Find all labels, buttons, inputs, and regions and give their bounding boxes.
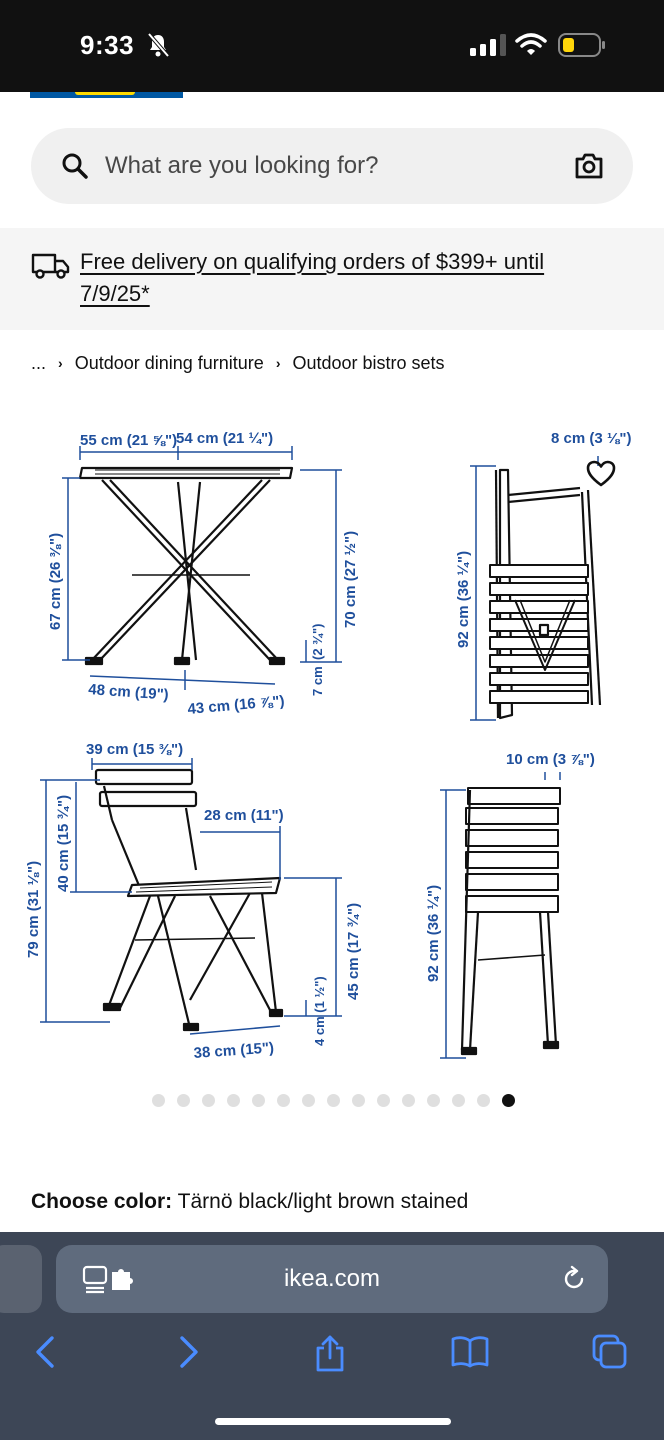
dim-chair-seat-depth: 28 cm (11")	[204, 807, 284, 824]
carousel-dot[interactable]	[227, 1094, 240, 1107]
dim-folded-table-depth: 8 cm (3 ⅛")	[551, 430, 631, 447]
heart-icon[interactable]	[586, 460, 616, 488]
search-input[interactable]	[105, 128, 545, 204]
dim-table-total-height: 70 cm (27 ½")	[342, 531, 359, 628]
reload-icon[interactable]	[560, 1265, 588, 1293]
page-menu-icon[interactable]	[82, 1264, 138, 1294]
dim-chair-total-height: 79 cm (31 ⅛")	[25, 861, 42, 958]
search-bar[interactable]	[31, 128, 633, 204]
dim-folded-table-height: 92 cm (36 ¼")	[455, 551, 472, 648]
previous-tab-peek[interactable]	[0, 1245, 42, 1313]
carousel-dot[interactable]	[202, 1094, 215, 1107]
dim-table-top-left: 55 cm (21 ⅝")	[80, 432, 177, 449]
forward-icon[interactable]	[178, 1334, 200, 1370]
chevron-right-icon: ›	[58, 355, 63, 371]
carousel-dot[interactable]	[252, 1094, 265, 1107]
truck-icon	[31, 253, 70, 279]
carousel-dot[interactable]	[152, 1094, 165, 1107]
dim-folded-chair-height: 92 cm (36 ¼")	[425, 885, 442, 982]
carousel-dot[interactable]	[402, 1094, 415, 1107]
carousel-dot[interactable]	[352, 1094, 365, 1107]
delivery-promo-banner: Free delivery on qualifying orders of $3…	[0, 228, 664, 330]
carousel-dot[interactable]	[302, 1094, 315, 1107]
dim-table-foot-cm: 7 cm	[310, 666, 325, 696]
choose-color[interactable]: Choose color: Tärnö black/light brown st…	[31, 1190, 468, 1214]
dim-table-foot-inch: (2 ¾")	[310, 623, 325, 660]
browser-toolbar: ikea.com	[0, 1232, 664, 1440]
browser-nav-row	[0, 1328, 664, 1378]
carousel-dot-active[interactable]	[502, 1094, 515, 1107]
battery-icon	[558, 33, 605, 57]
free-delivery-link[interactable]: Free delivery on qualifying orders of $3…	[80, 249, 545, 306]
image-carousel-dots	[152, 1094, 515, 1107]
breadcrumb: ... › Outdoor dining furniture › Outdoor…	[31, 350, 445, 376]
camera-icon[interactable]	[574, 152, 604, 180]
wifi-icon	[515, 33, 547, 55]
dim-table-top-right: 54 cm (21 ¼")	[176, 430, 273, 447]
dim-chair-width: 39 cm (15 ⅜")	[86, 741, 183, 758]
breadcrumb-item-outdoor-dining[interactable]: Outdoor dining furniture	[74, 352, 264, 373]
carousel-dot[interactable]	[327, 1094, 340, 1107]
search-icon	[62, 153, 88, 179]
url-text: ikea.com	[283, 1265, 381, 1292]
home-indicator	[215, 1418, 451, 1425]
carousel-dot[interactable]	[452, 1094, 465, 1107]
cellular-signal-icon	[470, 34, 506, 56]
carousel-dot[interactable]	[377, 1094, 390, 1107]
share-icon[interactable]	[314, 1334, 346, 1372]
ikea-logo-fragment[interactable]	[30, 92, 183, 98]
bookmarks-icon[interactable]	[451, 1334, 489, 1368]
bell-slash-icon	[147, 32, 170, 58]
status-bar: 9:33	[0, 0, 664, 92]
dim-table-base-left: 48 cm (19")	[88, 681, 169, 704]
breadcrumb-ellipsis[interactable]: ...	[31, 352, 47, 373]
tabs-icon[interactable]	[592, 1334, 628, 1370]
choose-color-label: Choose color:	[31, 1190, 173, 1213]
dim-chair-base: 38 cm (15")	[193, 1039, 274, 1062]
dim-table-base-right: 43 cm (16 ⅞")	[187, 693, 285, 718]
dim-chair-back: 40 cm (15 ¾")	[55, 795, 72, 892]
dim-folded-chair-depth: 10 cm (3 ⅞")	[506, 751, 595, 768]
status-time: 9:33	[80, 30, 135, 60]
chevron-right-icon: ›	[275, 355, 281, 371]
address-bar[interactable]: ikea.com	[56, 1245, 608, 1313]
dim-table-height: 67 cm (26 ⅜")	[47, 533, 64, 630]
dim-chair-foot: 4 cm (1 ½")	[312, 976, 327, 1046]
carousel-dot[interactable]	[477, 1094, 490, 1107]
breadcrumb-item-bistro-sets[interactable]: Outdoor bistro sets	[292, 352, 445, 373]
dim-chair-seat-height: 45 cm (17 ¾")	[345, 903, 362, 1000]
product-dimension-image[interactable]: 55 cm (21 ⅝") 54 cm (21 ¼") 67 cm (26 ⅜"…	[0, 400, 664, 1090]
carousel-dot[interactable]	[427, 1094, 440, 1107]
carousel-dot[interactable]	[177, 1094, 190, 1107]
selected-color: Tärnö black/light brown stained	[177, 1190, 469, 1213]
carousel-dot[interactable]	[277, 1094, 290, 1107]
back-icon[interactable]	[34, 1334, 56, 1370]
